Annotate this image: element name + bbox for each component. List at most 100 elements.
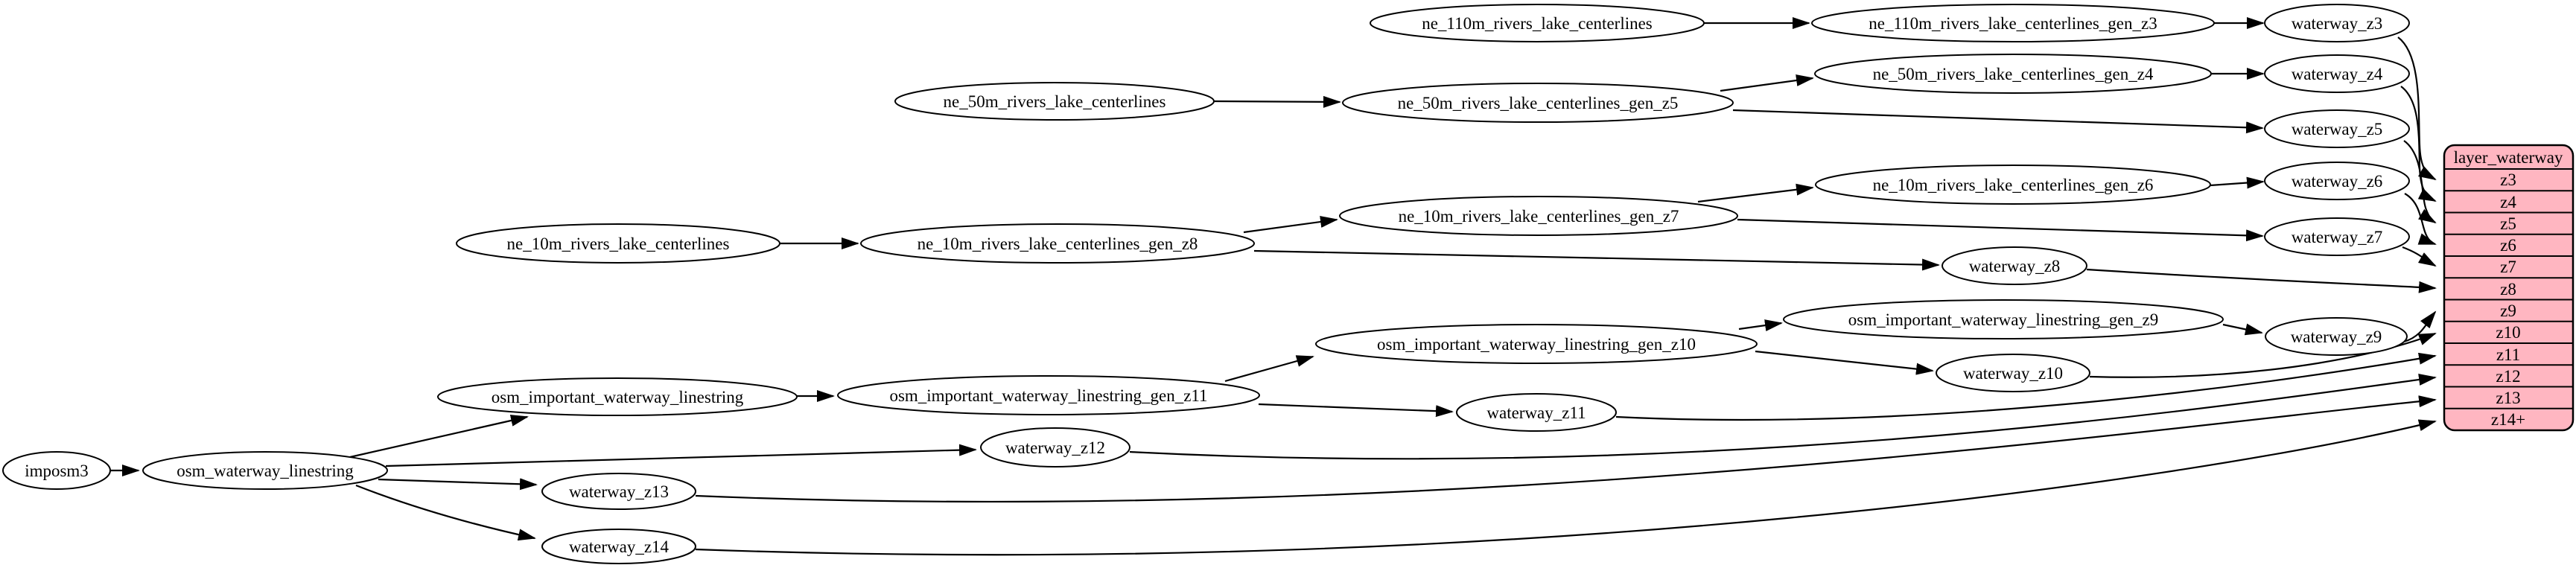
node-waterway_z6: waterway_z6	[2264, 162, 2410, 200]
record-row-z4: z4	[2500, 193, 2516, 211]
node-gen_z7-shape	[1339, 196, 1738, 236]
node-waterway_z9: waterway_z9	[2265, 317, 2408, 356]
node-gen_z10-label: osm_important_waterway_linestring_gen_z1…	[1377, 335, 1696, 354]
edge-waterway_z13-to-record-z13	[695, 395, 2437, 503]
record-row-z5: z5	[2500, 214, 2516, 233]
node-ne_50m_rivers_lake_centerlines_gen_z5: ne_50m_rivers_lake_centerlines_gen_z5	[1342, 83, 1734, 123]
node-waterway_z8-shape	[1941, 246, 2087, 285]
record-separators	[2444, 168, 2573, 409]
node-waterway_z3-shape	[2264, 4, 2410, 42]
node-osm_important_waterway_linestring_gen_z10: osm_important_waterway_linestring_gen_z1…	[1315, 324, 1758, 364]
edge-waterway_z14-to-record-z14	[695, 419, 2437, 556]
edge-waterway_z6-to-record-z6	[2404, 193, 2437, 246]
node-waterway_z11-shape	[1456, 393, 1617, 432]
node-osm_important_waterway_linestring_gen_z9: osm_important_waterway_linestring_gen_z9	[1783, 299, 2224, 339]
edge-gen_z6-to-waterway_z6	[2210, 176, 2265, 189]
node-gen_z8-shape	[860, 223, 1255, 264]
edge-osm_waterway-to-osm_important	[349, 415, 529, 459]
node-waterway_z10: waterway_z10	[1936, 354, 2090, 392]
node-gen_z3-shape	[1811, 4, 2215, 42]
node-gen_z9-label: osm_important_waterway_linestring_gen_z9	[1848, 310, 2158, 329]
record-row-z14: z14+	[2491, 410, 2525, 429]
node-gen_z4-label: ne_50m_rivers_lake_centerlines_gen_z4	[1873, 65, 2154, 83]
node-gen_z4-shape	[1814, 54, 2212, 94]
node-osm_important_waterway_linestring: osm_important_waterway_linestring	[437, 377, 798, 416]
edge-gen_z9-to-waterway_z9	[2222, 323, 2263, 336]
node-gen_z3-label: ne_110m_rivers_lake_centerlines_gen_z3	[1869, 14, 2157, 33]
node-gen_z8-label: ne_10m_rivers_lake_centerlines_gen_z8	[917, 234, 1198, 253]
record-row-z7: z7	[2500, 258, 2516, 276]
edge-gen_z7-to-waterway_z7	[1737, 218, 2264, 242]
node-waterway_z10-label: waterway_z10	[1963, 364, 2063, 383]
node-waterway_z14-shape	[541, 529, 696, 564]
edge-gen_z5-to-gen_z4	[1720, 74, 1814, 92]
edge-waterway_z9-to-record-z9	[2403, 310, 2437, 343]
node-ne_10m-shape	[456, 223, 780, 264]
edge-osm_waterway-to-waterway_z12	[385, 444, 977, 468]
node-waterway_z3: waterway_z3	[2264, 4, 2410, 42]
node-waterway_z14-label: waterway_z14	[569, 537, 670, 556]
node-waterway_z9-label: waterway_z9	[2291, 328, 2382, 346]
node-waterway_z12-shape	[980, 427, 1130, 468]
edge-waterway_z12-to-record-z12	[1129, 374, 2437, 460]
node-waterway_z6-label: waterway_z6	[2292, 172, 2383, 191]
node-waterway_z7-shape	[2264, 217, 2410, 256]
edge-ne50m-to-gen_z5	[1213, 95, 1341, 108]
node-osm_important_waterway_linestring_gen_z11: osm_important_waterway_linestring_gen_z1…	[837, 375, 1260, 415]
node-gen_z7-label: ne_10m_rivers_lake_centerlines_gen_z7	[1399, 207, 1679, 226]
node-gen_z5-label: ne_50m_rivers_lake_centerlines_gen_z5	[1398, 94, 1679, 112]
node-ne_110m_rivers_lake_centerlines: ne_110m_rivers_lake_centerlines	[1370, 4, 1705, 42]
node-ne_10m_rivers_lake_centerlines_gen_z7: ne_10m_rivers_lake_centerlines_gen_z7	[1339, 196, 1738, 236]
edge-gen_z8-to-gen_z7	[1243, 216, 1338, 234]
edge-waterway_z5-to-record-z5	[2403, 140, 2437, 224]
record-row-z11: z11	[2496, 345, 2520, 364]
node-ne_50m-label: ne_50m_rivers_lake_centerlines	[944, 92, 1166, 111]
node-waterway_z13-shape	[541, 473, 696, 510]
edge-gen_z8-to-waterway_z8	[1253, 249, 1940, 271]
node-ne_110m-label: ne_110m_rivers_lake_centerlines	[1422, 14, 1653, 33]
node-gen_z6-label: ne_10m_rivers_lake_centerlines_gen_z6	[1873, 176, 2154, 194]
record-row-z6: z6	[2500, 236, 2516, 255]
edge-gen_z10-to-gen_z9	[1738, 319, 1783, 331]
node-waterway_z7-label: waterway_z7	[2292, 228, 2383, 246]
edge-waterway_z3-to-record-z3	[2397, 36, 2437, 180]
edge-waterway_z8-to-record-z8	[2086, 268, 2437, 293]
node-waterway_z5-shape	[2264, 109, 2410, 148]
record-row-z12: z12	[2496, 367, 2520, 386]
node-waterway_z5-label: waterway_z5	[2292, 120, 2383, 138]
edge-waterway_z10-to-record-z10	[2089, 332, 2437, 378]
node-imposm3-shape	[2, 451, 111, 490]
edge-gen_z7-to-gen_z6	[1697, 183, 1814, 203]
record-outline	[2443, 144, 2575, 432]
record-row-z10: z10	[2496, 323, 2520, 342]
node-ne_10m_rivers_lake_centerlines_gen_z8: ne_10m_rivers_lake_centerlines_gen_z8	[860, 223, 1255, 264]
node-ne_10m_rivers_lake_centerlines_gen_z6: ne_10m_rivers_lake_centerlines_gen_z6	[1815, 165, 2211, 205]
node-gen_z5-shape	[1342, 83, 1734, 123]
edge-gen_z11-to-waterway_z11	[1258, 403, 1454, 418]
node-waterway_z7: waterway_z7	[2264, 217, 2410, 256]
nodes: imposm3 osm_waterway_linestring osm_impo…	[2, 4, 2410, 564]
node-gen_z11-label: osm_important_waterway_linestring_gen_z1…	[889, 386, 1207, 405]
record-title: layer_waterway	[2454, 148, 2563, 167]
node-waterway_z9-shape	[2265, 317, 2408, 356]
node-osm_waterway_linestring: osm_waterway_linestring	[142, 451, 388, 490]
node-osm_waterway_linestring-label: osm_waterway_linestring	[176, 462, 354, 480]
node-ne_50m-shape	[894, 82, 1215, 121]
edge-gen_z10-to-waterway_z10	[1755, 350, 1934, 375]
node-osm_important_waterway_linestring-label: osm_important_waterway_linestring	[492, 388, 744, 406]
node-ne_10m-label: ne_10m_rivers_lake_centerlines	[507, 234, 730, 253]
record-row-z13: z13	[2496, 389, 2520, 407]
node-waterway_z12: waterway_z12	[980, 427, 1130, 468]
edge-waterway_z4-to-record-z4	[2400, 86, 2437, 202]
node-ne_110m-shape	[1370, 4, 1705, 42]
edge-osm_waterway-to-waterway_z14	[355, 484, 536, 541]
record-row-z3: z3	[2500, 170, 2516, 189]
node-osm_important_waterway_linestring-shape	[437, 377, 798, 416]
node-waterway_z3-label: waterway_z3	[2292, 14, 2383, 33]
node-waterway_z11: waterway_z11	[1456, 393, 1617, 432]
node-waterway_z14: waterway_z14	[541, 529, 696, 564]
node-waterway_z12-label: waterway_z12	[1005, 438, 1105, 457]
node-waterway_z13: waterway_z13	[541, 473, 696, 510]
